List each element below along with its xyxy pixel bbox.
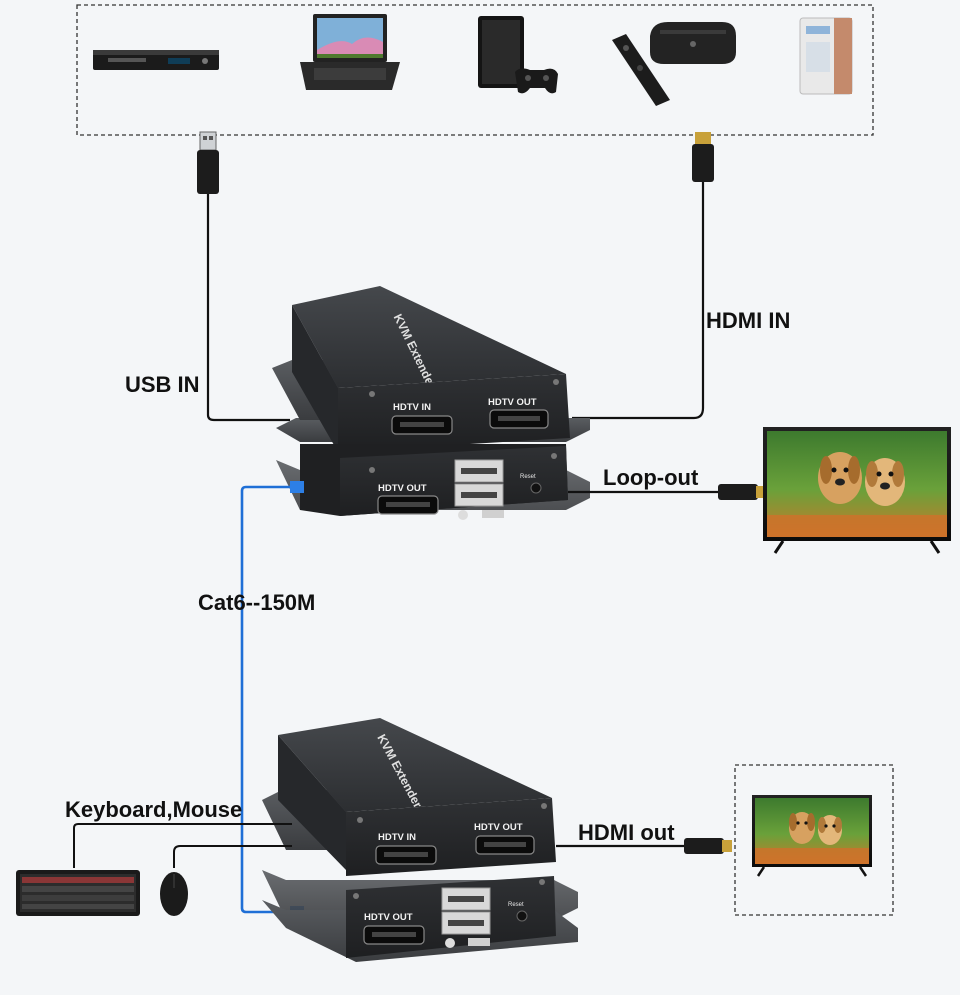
hdmi-out-label: HDMI out (578, 820, 675, 845)
keyboard-mouse-cables (73, 823, 292, 868)
keyboard-mouse-label: Keyboard,Mouse (65, 797, 242, 822)
remote-control-icon (612, 34, 670, 106)
usb-in-label: USB IN (125, 372, 200, 397)
hdmi-out-cable (556, 838, 732, 854)
mouse-icon (160, 872, 188, 916)
receiver-reset-label: Reset (508, 902, 524, 908)
source-devices-frame (76, 4, 874, 136)
loop-out-cable (568, 484, 766, 500)
dvd-player-icon (93, 50, 219, 70)
transmitter-port-hdtv-in-label: HDTV IN (393, 402, 431, 413)
laptop-icon (300, 14, 400, 90)
transmitter-reset-button[interactable] (530, 482, 542, 494)
transmitter-unit: KVM Extender HDTV IN HDTV OUT HDTV OUT R… (272, 286, 590, 520)
cat6-network-cable (240, 481, 304, 918)
receiver-port-hdtv-in-label: HDTV IN (378, 832, 416, 843)
transmitter-port-hdtv-out-label: HDTV OUT (488, 397, 537, 408)
loop-out-tv-icon (763, 427, 951, 554)
cat6-label: Cat6--150M (198, 590, 315, 615)
receiver-unit: KVM Extender HDTV IN HDTV OUT HDTV OUT R… (262, 718, 578, 962)
transmitter-reset-label: Reset (520, 474, 536, 480)
display-frame (734, 764, 894, 916)
keyboard-icon (16, 870, 140, 916)
game-console-icon (478, 16, 558, 94)
usb-cable (197, 131, 290, 422)
receiver-hdtv-out-label-lower: HDTV OUT (364, 912, 413, 923)
receiver-reset-button[interactable] (516, 910, 528, 922)
loop-out-label: Loop-out (603, 465, 699, 490)
receiver-port-hdtv-out-label: HDTV OUT (474, 822, 523, 833)
desktop-pc-icon (799, 17, 853, 95)
hdmi-in-label: HDMI IN (706, 308, 790, 333)
transmitter-loop-out-label: HDTV OUT (378, 483, 427, 494)
hdmi-in-cable (572, 132, 714, 420)
output-tv-icon (752, 795, 872, 877)
tv-box-icon (650, 22, 736, 64)
